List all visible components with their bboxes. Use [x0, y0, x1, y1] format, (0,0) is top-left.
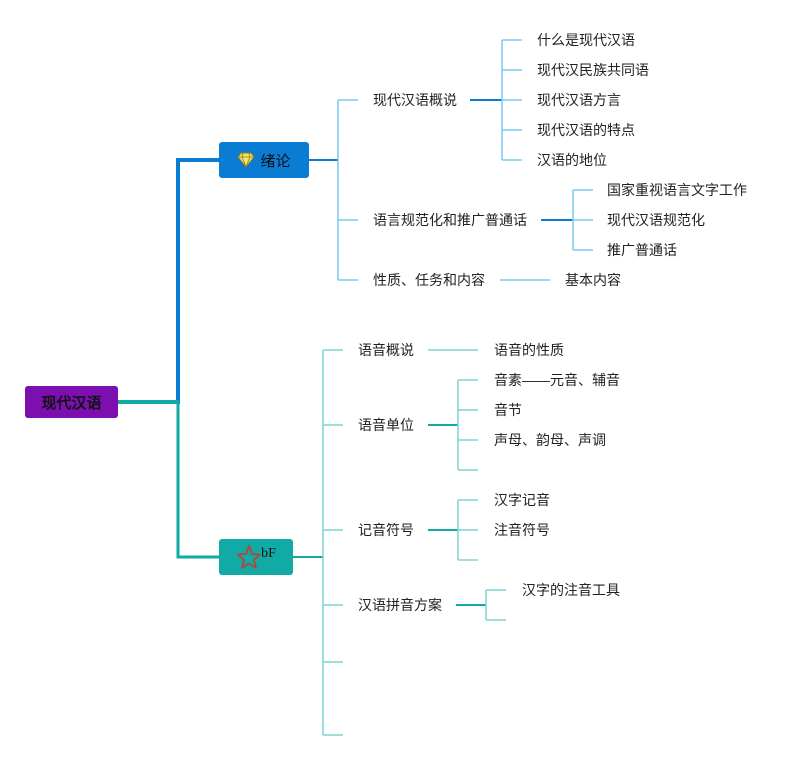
star-outline-icon — [236, 544, 262, 570]
leaf-status[interactable]: 汉语的地位 — [537, 152, 607, 168]
leaf-state-language-work[interactable]: 国家重视语言文字工作 — [607, 182, 747, 198]
leaf-nature-of-sound[interactable]: 语音的性质 — [494, 342, 564, 358]
leaf-phonetic-tool[interactable]: 汉字的注音工具 — [522, 582, 620, 598]
link-root-to-intro — [118, 158, 219, 404]
leaf-character-notation[interactable]: 汉字记音 — [494, 492, 550, 508]
root-node[interactable]: 现代汉语 — [25, 386, 118, 418]
link-root-to-phonetics — [118, 400, 219, 559]
branch-intro-label: 绪论 — [260, 152, 291, 170]
leaf-common-language[interactable]: 现代汉民族共同语 — [537, 62, 649, 78]
topic-pinyin-scheme[interactable]: 汉语拼音方案 — [358, 597, 442, 613]
topic-phonetic-units[interactable]: 语音单位 — [358, 417, 414, 433]
leaf-what-is-modern-chinese[interactable]: 什么是现代汉语 — [537, 32, 635, 48]
leaf-syllable[interactable]: 音节 — [494, 402, 522, 418]
topic-standardization[interactable]: 语言规范化和推广普通话 — [373, 212, 527, 228]
branch-intro-node[interactable]: 绪论 — [219, 142, 309, 178]
leaf-basic-content[interactable]: 基本内容 — [565, 272, 621, 288]
topic-phonetics-overview[interactable]: 语音概说 — [358, 342, 414, 358]
root-label: 现代汉语 — [41, 394, 102, 412]
intro-links — [309, 39, 593, 281]
topic-phonetic-notation[interactable]: 记音符号 — [358, 522, 414, 538]
leaf-promote-putonghua[interactable]: 推广普通话 — [607, 242, 677, 258]
phonetics-links — [293, 349, 506, 736]
branch-phonetics-label: bF — [261, 546, 276, 561]
gem-icon — [237, 152, 256, 168]
topic-overview[interactable]: 现代汉语概说 — [373, 92, 457, 108]
leaf-initials-finals-tones[interactable]: 声母、韵母、声调 — [494, 432, 606, 448]
topic-nature-tasks[interactable]: 性质、任务和内容 — [373, 272, 485, 288]
leaf-dialects[interactable]: 现代汉语方言 — [537, 92, 621, 108]
branch-phonetics-node[interactable]: bF — [219, 539, 293, 575]
leaf-zhuyin-symbols[interactable]: 注音符号 — [494, 522, 550, 538]
leaf-features[interactable]: 现代汉语的特点 — [537, 122, 635, 138]
leaf-phonemes[interactable]: 音素——元音、辅音 — [494, 372, 620, 388]
leaf-normalization[interactable]: 现代汉语规范化 — [607, 212, 705, 228]
